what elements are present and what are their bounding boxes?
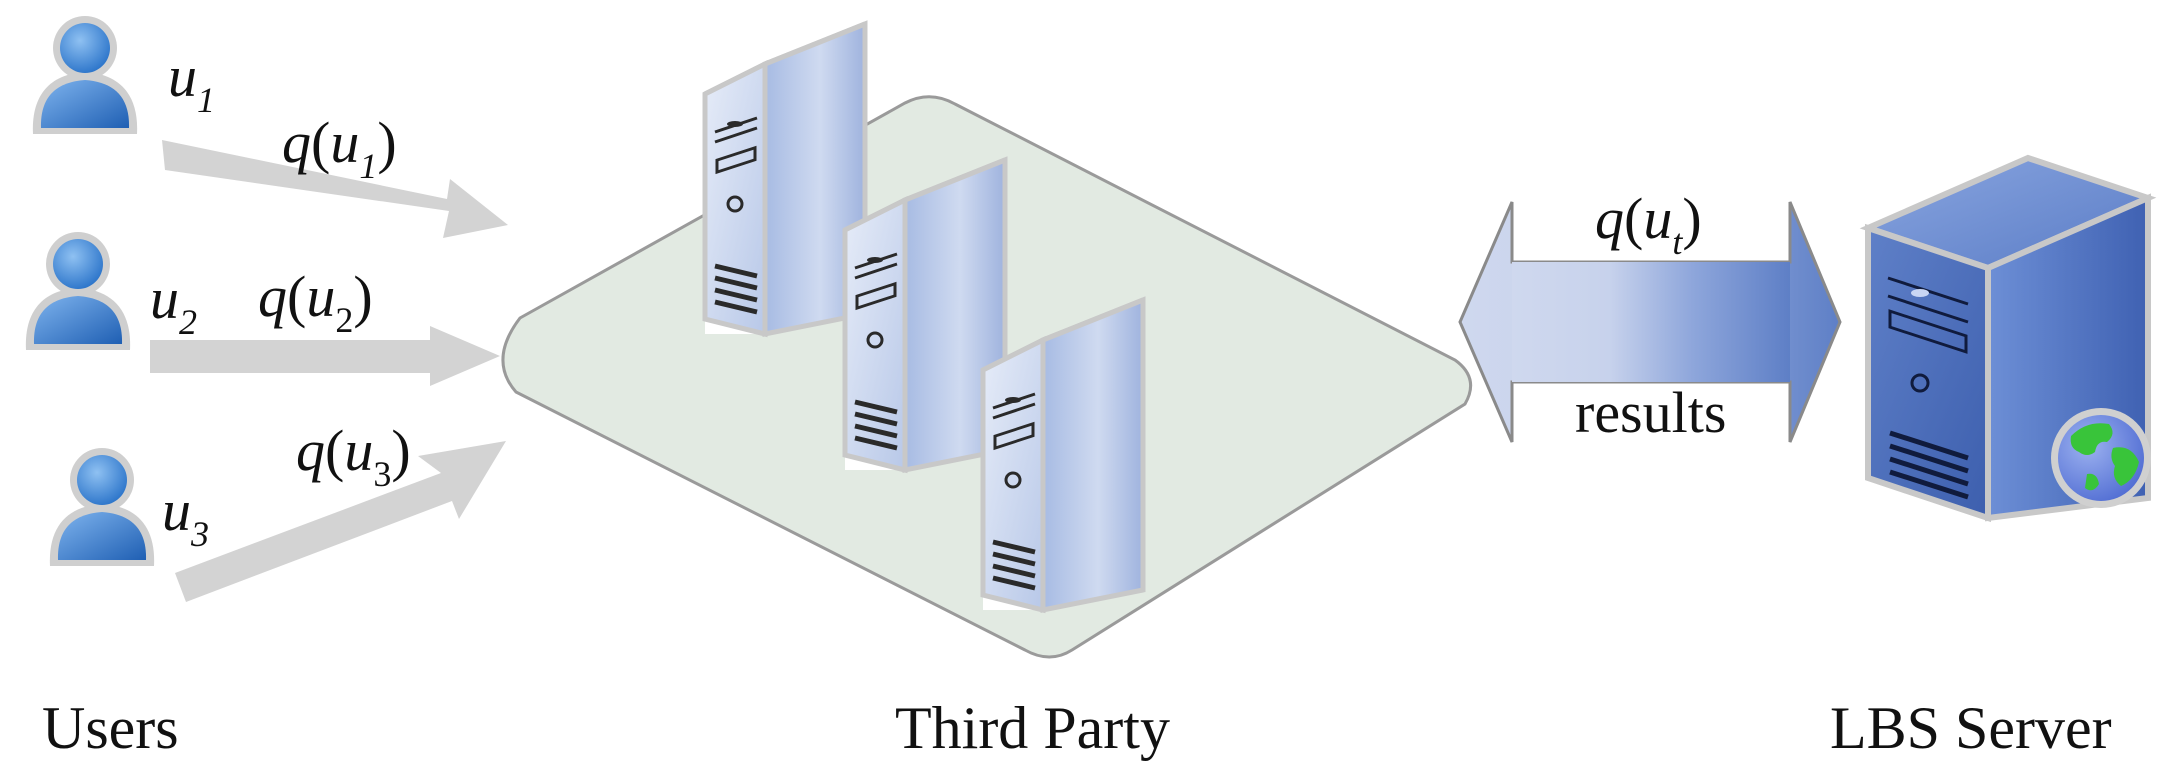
user-icon <box>49 448 155 566</box>
query-arrow-3 <box>175 441 506 602</box>
globe-icon <box>2051 408 2151 508</box>
user-2 <box>25 232 131 350</box>
lbs-server <box>1859 154 2157 523</box>
exchange-query-label: q(ut) <box>1595 186 1702 262</box>
lbs-server-caption: LBS Server <box>1830 695 2112 761</box>
query-3-label: q(u3) <box>296 418 411 494</box>
exchange-results-label: results <box>1575 380 1726 445</box>
query-2-label: q(u2) <box>258 264 373 340</box>
query-arrow-2 <box>150 326 500 386</box>
user-2-label: u2 <box>150 266 197 342</box>
server-tower-1 <box>705 24 865 334</box>
user-3 <box>49 448 155 566</box>
user-icon <box>25 232 131 350</box>
query-1-label: q(u1) <box>282 110 397 186</box>
third-party-caption: Third Party <box>895 695 1170 761</box>
user-1 <box>32 16 138 134</box>
query-arrow-1 <box>162 140 508 238</box>
user-1-label: u1 <box>168 44 215 120</box>
user-icon <box>32 16 138 134</box>
server-icon <box>705 24 865 334</box>
users-caption: Users <box>42 695 179 761</box>
user-3-label: u3 <box>162 478 209 554</box>
